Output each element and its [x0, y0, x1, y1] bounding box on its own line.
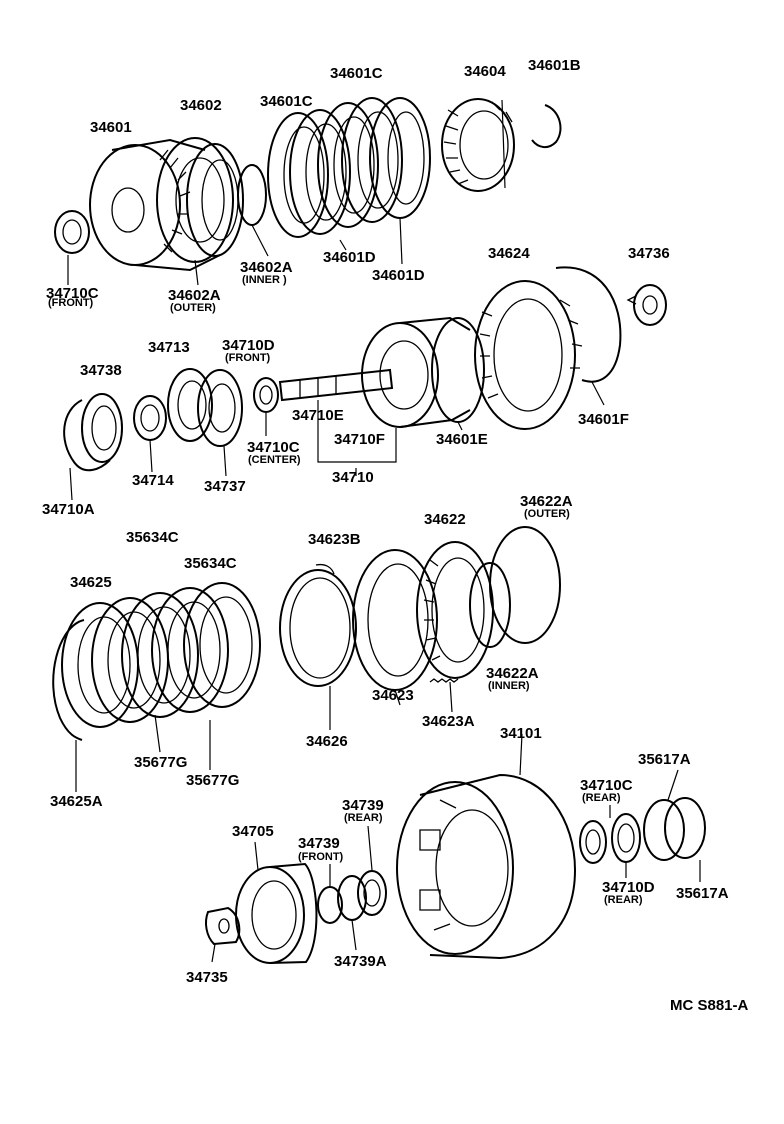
note-34710C-front: (FRONT)	[48, 297, 94, 309]
label-34622A-inner: 34622A	[486, 665, 539, 682]
diagram-code: MC S881-A	[670, 997, 749, 1014]
brake-hub-34624	[474, 280, 583, 430]
part-labels: 34601 34602 34601C 34601C 34604 34601B 3…	[42, 57, 749, 1014]
ring-34626	[279, 569, 357, 687]
gear-34713	[167, 368, 213, 442]
label-34601D-b: 34601D	[372, 267, 425, 284]
thrust-bearing-34738	[81, 393, 123, 463]
bearing-34739-rear	[337, 870, 387, 921]
label-34625A: 34625A	[50, 793, 103, 810]
note-34739-front: (FRONT)	[298, 851, 344, 863]
retainer-34736	[626, 284, 667, 326]
snap-ring-34601B	[531, 104, 562, 148]
label-35634C-b: 35634C	[184, 555, 237, 572]
leader-lines	[67, 99, 701, 963]
label-34601C-b: 34601C	[330, 65, 383, 82]
label-34601D-a: 34601D	[323, 249, 376, 266]
label-34622: 34622	[424, 511, 466, 528]
plates-34601C-34601D	[267, 97, 431, 238]
retainer-34735	[205, 906, 241, 946]
label-34622A-outer: 34622A	[520, 493, 573, 510]
label-34601B: 34601B	[528, 57, 581, 74]
label-35617A-b: 35617A	[676, 885, 729, 902]
bearing-34714	[133, 395, 167, 441]
label-34604: 34604	[464, 63, 506, 80]
rings-35617A	[643, 797, 706, 861]
bearing-34710D-rear	[611, 813, 641, 863]
label-34714: 34714	[132, 472, 174, 489]
label-34625: 34625	[70, 574, 112, 591]
note-34710C-center: (CENTER)	[248, 454, 301, 466]
label-34739-rear: 34739	[342, 797, 384, 814]
label-34710E: 34710E	[292, 407, 344, 424]
note-34739-rear: (REAR)	[344, 812, 383, 824]
label-34710C-center: 34710C	[247, 439, 300, 456]
label-34623B: 34623B	[308, 531, 361, 548]
note-34602A-outer: (OUTER)	[170, 302, 216, 314]
spring-34623A	[429, 678, 459, 683]
label-35677G-b: 35677G	[186, 772, 239, 789]
washer-34710C-rear	[579, 820, 607, 864]
label-34705: 34705	[232, 823, 274, 840]
case-34101	[396, 773, 577, 960]
label-34602A-inner: 34602A	[240, 259, 293, 276]
label-34737: 34737	[204, 478, 246, 495]
note-34622A-inner: (INNER)	[488, 680, 530, 692]
clutch-hub-34604	[441, 98, 515, 192]
label-34602: 34602	[180, 97, 222, 114]
oring-34622A-outer	[489, 526, 561, 644]
note-34622A-outer: (OUTER)	[524, 508, 570, 520]
label-35677G-a: 35677G	[134, 754, 187, 771]
label-34601F: 34601F	[578, 411, 629, 428]
note-34602A-inner: (INNER )	[242, 274, 287, 286]
label-34601: 34601	[90, 119, 132, 136]
note-34710D-front: (FRONT)	[225, 352, 271, 364]
label-34736: 34736	[628, 245, 670, 262]
shaft-34710	[278, 368, 394, 402]
label-34623A: 34623A	[422, 713, 475, 730]
plates-34625-35634C-35677G	[61, 582, 261, 728]
label-34710D-front: 34710D	[222, 337, 275, 354]
drum-34601	[89, 137, 234, 272]
note-34710C-rear: (REAR)	[582, 792, 621, 804]
seal-34710C-front	[54, 210, 90, 254]
label-35634C-a: 35634C	[126, 529, 179, 546]
label-34624: 34624	[488, 245, 530, 262]
snap-ring-34601F	[555, 266, 622, 383]
snap-ring-34710A	[63, 399, 111, 472]
label-34710D-rear: 34710D	[602, 879, 655, 896]
washer-34710C-center	[253, 377, 279, 413]
carrier-34710F	[361, 316, 485, 428]
one-way-clutch-34622	[416, 541, 494, 679]
label-34601E: 34601E	[436, 431, 488, 448]
label-34710C-rear: 34710C	[580, 777, 633, 794]
label-34101: 34101	[500, 725, 542, 742]
label-35617A-a: 35617A	[638, 751, 691, 768]
label-34713: 34713	[148, 339, 190, 356]
label-34602A-outer: 34602A	[168, 287, 221, 304]
oring-34622A-inner	[469, 562, 511, 648]
label-34739-front: 34739	[298, 835, 340, 852]
label-34710A: 34710A	[42, 501, 95, 518]
label-34710F: 34710F	[334, 431, 385, 448]
note-34710D-rear: (REAR)	[604, 894, 643, 906]
label-34710C-front: 34710C	[46, 285, 99, 302]
snap-ring-34623B	[315, 563, 335, 575]
label-34601C-a: 34601C	[260, 93, 313, 110]
piston-34602	[186, 143, 244, 257]
sun-gear-34737	[197, 369, 243, 447]
gear-34705	[235, 862, 318, 964]
label-34710: 34710	[332, 469, 374, 486]
label-34738: 34738	[80, 362, 122, 379]
label-34739A: 34739A	[334, 953, 387, 970]
label-34623: 34623	[372, 687, 414, 704]
label-34626: 34626	[306, 733, 348, 750]
label-34735: 34735	[186, 969, 228, 986]
